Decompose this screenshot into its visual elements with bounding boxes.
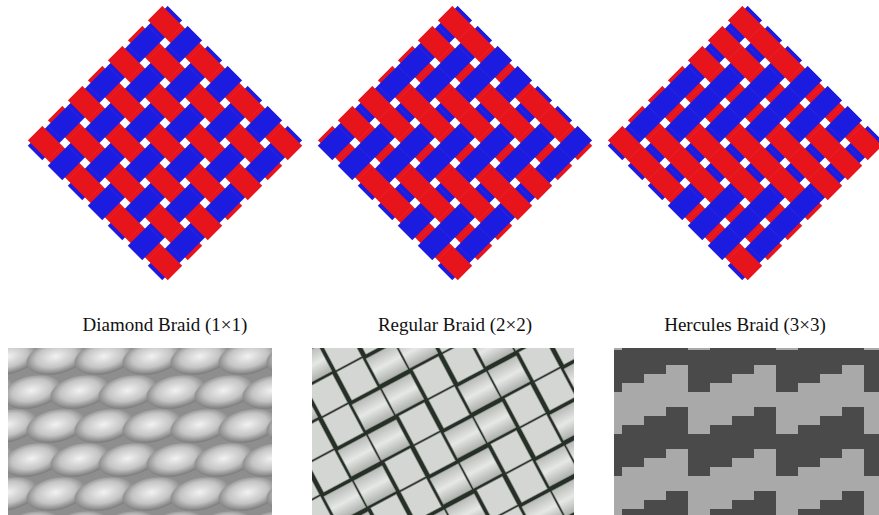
hercules-braid-photo: [614, 348, 879, 515]
braid-name: Regular Braid (2×2): [378, 314, 532, 335]
caption-label-box: Regular Braid (2×2): [378, 314, 532, 336]
regular-braid-photo: [312, 348, 574, 515]
diamond-braid-photo: [8, 348, 272, 515]
braid-weave: [605, 3, 879, 284]
caption-label-box: Hercules Braid (3×3): [664, 314, 826, 336]
caption-label-box: Diamond Braid (1×1): [83, 314, 248, 336]
braid-weave: [25, 3, 306, 284]
braid-name: Diamond Braid (1×1): [83, 314, 248, 335]
braid-name: Hercules Braid (3×3): [664, 314, 826, 335]
braid-weave: [315, 3, 596, 284]
